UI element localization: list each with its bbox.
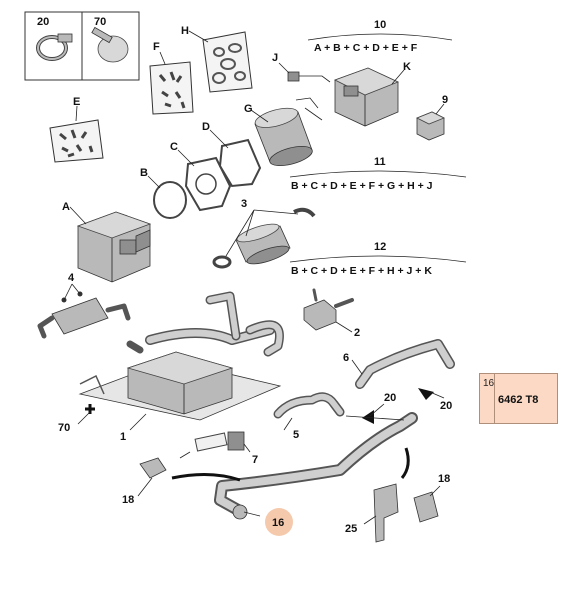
label-h: H	[181, 25, 189, 37]
label-3: 3	[241, 198, 247, 210]
hose-6-icon	[355, 339, 455, 389]
reference-box: 16 6462 T8	[479, 373, 558, 424]
label-c: C	[170, 141, 178, 153]
pipe-16-icon	[214, 412, 418, 520]
label-b: B	[140, 167, 148, 179]
label-70: 70	[58, 422, 70, 434]
reference-number: 16	[483, 378, 495, 389]
label-6: 6	[343, 352, 349, 364]
clamp-icon	[36, 33, 73, 61]
label-a: A	[62, 201, 70, 213]
detail-box-clamp-and-screw	[24, 11, 140, 81]
label-d: D	[202, 121, 210, 133]
screw-icon	[91, 26, 129, 63]
pump-3-icon	[212, 207, 316, 269]
label-20-top: 20	[37, 16, 49, 28]
label-7: 7	[252, 454, 258, 466]
clip-18-right-icon	[413, 491, 439, 523]
reference-divider	[494, 374, 495, 423]
relay-9-icon	[416, 111, 445, 141]
gasket-c-icon	[184, 156, 232, 212]
label-g: G	[244, 103, 253, 115]
heater-a-icon	[76, 211, 152, 283]
formula-11: B + C + D + E + F + G + H + J	[291, 180, 433, 192]
harness-7-icon	[179, 431, 245, 459]
label-f: F	[153, 41, 160, 53]
reference-code: 6462 T8	[498, 394, 539, 406]
connector-j-icon	[287, 71, 331, 83]
label-5: 5	[293, 429, 299, 441]
callout-16: 16	[243, 508, 293, 536]
label-18-a: 18	[122, 494, 134, 506]
formula-10: A + B + C + D + E + F	[314, 42, 418, 54]
bag-h-icon	[202, 31, 253, 93]
bag-e-icon	[49, 119, 104, 163]
label-j: J	[272, 52, 278, 64]
bracket-25-icon	[373, 483, 399, 543]
heater-assembly-1-icon	[78, 291, 284, 421]
valve-2-icon	[303, 288, 354, 331]
label-70-top: 70	[94, 16, 106, 28]
label-1: 1	[120, 431, 126, 443]
label-12: 12	[374, 241, 386, 253]
label-18-b: 18	[438, 473, 450, 485]
hose-5-icon	[273, 392, 345, 419]
label-20-b: 20	[440, 400, 452, 412]
gasket-b-icon	[153, 181, 187, 219]
label-16: 16	[272, 517, 284, 529]
control-unit-k-icon	[333, 67, 400, 127]
formula-12: B + C + D + E + F + H + J + K	[291, 265, 432, 277]
label-25: 25	[345, 523, 357, 535]
label-9: 9	[442, 94, 448, 106]
clip-18-left-icon	[139, 457, 167, 479]
label-20-a: 20	[384, 392, 396, 404]
bag-f-icon	[149, 61, 194, 115]
label-2: 2	[354, 327, 360, 339]
label-e: E	[73, 96, 80, 108]
label-11: 11	[374, 156, 386, 168]
pump-g-icon	[254, 97, 323, 166]
label-4: 4	[68, 272, 75, 284]
label-10: 10	[374, 19, 386, 31]
label-k: K	[403, 61, 411, 73]
muffler-4-icon	[37, 291, 131, 339]
